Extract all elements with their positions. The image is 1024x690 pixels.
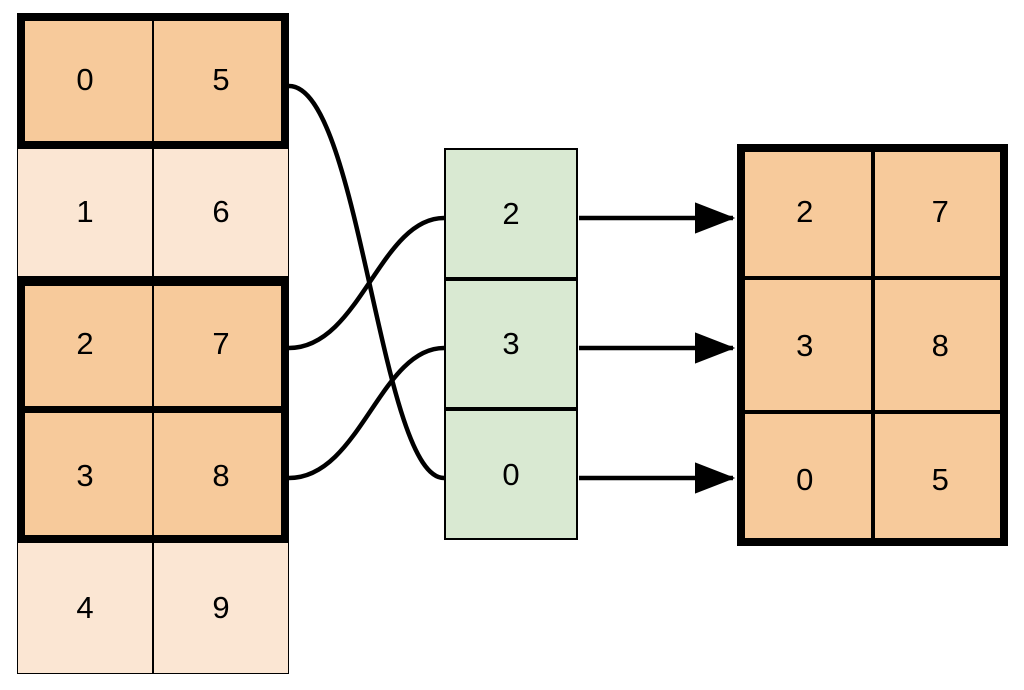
curve-row-2-to-index-0 [288, 215, 445, 351]
index-cell-2[interactable]: 0 [444, 409, 578, 540]
source-cell-r2c1[interactable]: 7 [153, 277, 289, 410]
source-cell-r0c0[interactable]: 0 [17, 13, 153, 146]
result-table: 2 7 3 8 0 5 [737, 144, 1008, 546]
result-cell-r2c0[interactable]: 0 [737, 412, 873, 546]
source-table: 0 5 1 6 2 7 3 8 4 9 [17, 13, 289, 674]
result-cell-r0c1[interactable]: 7 [872, 144, 1008, 278]
result-cell-r2c1[interactable]: 5 [872, 412, 1008, 546]
source-cell-r0c1[interactable]: 5 [153, 13, 289, 146]
source-cell-r4c1[interactable]: 9 [153, 541, 289, 674]
result-cell-r0c0[interactable]: 2 [737, 144, 873, 278]
source-cell-r1c0[interactable]: 1 [17, 145, 153, 278]
curve-row-0-to-index-2 [288, 83, 445, 481]
source-cell-r2c0[interactable]: 2 [17, 277, 153, 410]
source-cell-r4c0[interactable]: 4 [17, 541, 153, 674]
result-cell-r1c1[interactable]: 8 [872, 278, 1008, 412]
source-cell-r3c0[interactable]: 3 [17, 409, 153, 542]
curve-row-3-to-index-1 [288, 345, 445, 481]
source-cell-r3c1[interactable]: 8 [153, 409, 289, 542]
index-column: 2 3 0 [444, 148, 578, 540]
source-cell-r1c1[interactable]: 6 [153, 145, 289, 278]
result-cell-r1c0[interactable]: 3 [737, 278, 873, 412]
index-cell-1[interactable]: 3 [444, 278, 578, 410]
index-cell-0[interactable]: 2 [444, 148, 578, 279]
